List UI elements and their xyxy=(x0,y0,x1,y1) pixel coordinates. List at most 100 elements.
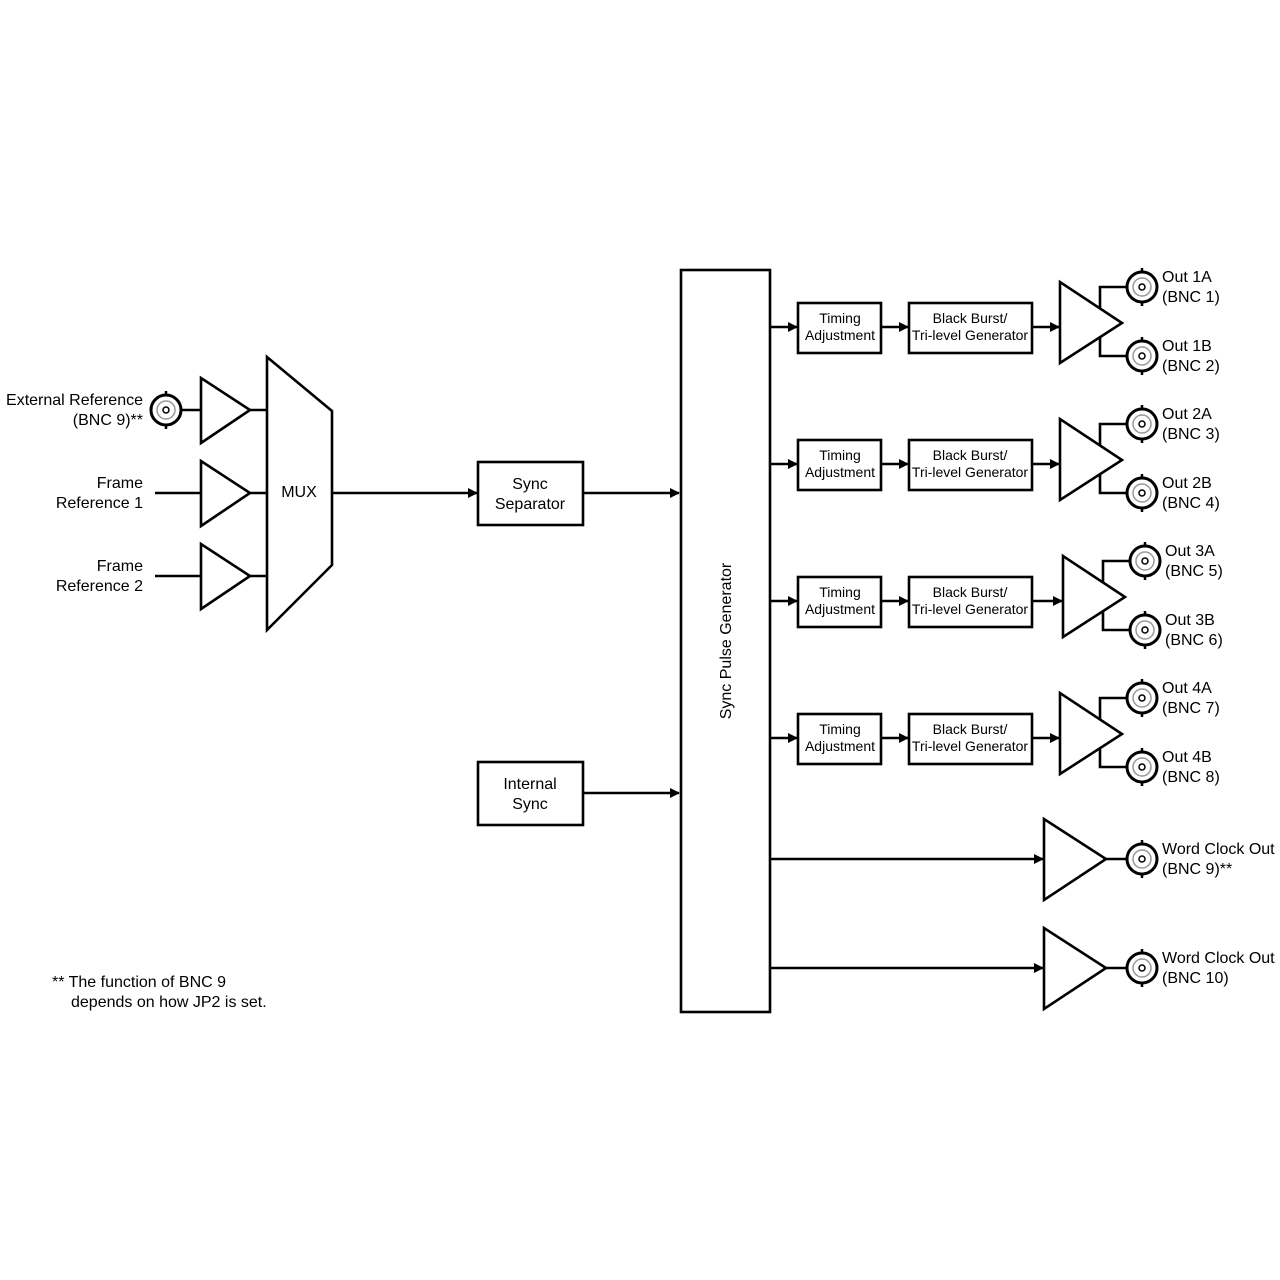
timing-adjustment-box xyxy=(796,575,883,629)
sync-separator-label-line2: Separator xyxy=(495,496,566,513)
footnote: ** The function of BNC 9 depends on how … xyxy=(52,974,267,1011)
internal-sync-label-line2: Sync xyxy=(512,796,548,813)
input-frame-reference-1: Frame Reference 1 xyxy=(56,458,267,529)
bnc-connector-icon xyxy=(1125,472,1159,514)
black-burst-generator-box xyxy=(907,301,1034,355)
sync-pulse-generator-label: Sync Pulse Generator xyxy=(718,562,735,719)
distribution-amplifier-icon xyxy=(1058,416,1125,503)
output-a-label: Out 1A xyxy=(1162,269,1212,286)
input-external-reference: External Reference (BNC 9)** xyxy=(6,375,267,446)
bnc-connector-icon xyxy=(1125,677,1159,719)
mux-shape xyxy=(265,354,334,634)
amplifier-icon xyxy=(1042,925,1109,1012)
footnote-line2: depends on how JP2 is set. xyxy=(71,994,267,1011)
footnote-line1: ** The function of BNC 9 xyxy=(52,974,226,991)
wire xyxy=(1098,748,1127,769)
timing-adjustment-label-line1: Timing xyxy=(819,721,861,737)
sync-separator-block: Sync Separator xyxy=(476,460,585,527)
sync-pulse-generator-box xyxy=(679,268,772,1014)
wire xyxy=(1098,474,1127,495)
sync-separator-label-line1: Sync xyxy=(512,476,548,493)
input-label-line2: Reference 2 xyxy=(56,578,143,595)
timing-adjustment-label-line1: Timing xyxy=(819,310,861,326)
wire xyxy=(1098,337,1127,358)
black-burst-generator-box xyxy=(907,438,1034,492)
output-b-bnc: (BNC 8) xyxy=(1162,769,1220,786)
timing-adjustment-label-line2: Adjustment xyxy=(805,601,875,617)
bnc-connector-icon xyxy=(1125,266,1159,308)
black-burst-label-line2: Tri-level Generator xyxy=(912,464,1029,480)
wire xyxy=(1098,696,1127,720)
wire xyxy=(1101,611,1130,632)
input-label-line1: Frame xyxy=(97,558,143,575)
buffer-amplifier-icon xyxy=(199,541,253,612)
mux-label: MUX xyxy=(281,484,317,501)
output-a-label: Out 3A xyxy=(1165,543,1215,560)
amplifier-icon xyxy=(1042,816,1109,903)
word-clock-outputs: Word Clock Out (BNC 9)** Word Clock Out (BN… xyxy=(770,816,1275,1012)
output-a-label: Out 2A xyxy=(1162,406,1212,423)
word-clock-label-line2: (BNC 9)** xyxy=(1162,861,1232,878)
timing-adjustment-label-line1: Timing xyxy=(819,447,861,463)
output-b-label: Out 1B xyxy=(1162,338,1212,355)
word-clock-label-line1: Word Clock Out xyxy=(1162,841,1275,858)
sync-pulse-generator-block: Sync Pulse Generator xyxy=(679,268,772,1014)
wire xyxy=(1098,422,1127,446)
output-b-label: Out 3B xyxy=(1165,612,1215,629)
bnc-connector-icon xyxy=(1128,609,1162,651)
black-burst-label-line1: Black Burst/ xyxy=(933,721,1008,737)
bnc-connector-icon xyxy=(1125,403,1159,445)
input-label-line1: External Reference xyxy=(6,392,143,409)
output-a-bnc: (BNC 3) xyxy=(1162,426,1220,443)
input-label-line1: Frame xyxy=(97,475,143,492)
output-b-bnc: (BNC 6) xyxy=(1165,632,1223,649)
internal-sync-block: Internal Sync xyxy=(476,760,585,827)
timing-adjustment-label-line2: Adjustment xyxy=(805,464,875,480)
wire xyxy=(1098,285,1127,309)
timing-adjustment-label-line2: Adjustment xyxy=(805,327,875,343)
bnc-connector-icon xyxy=(1125,746,1159,788)
distribution-amplifier-icon xyxy=(1058,690,1125,777)
distribution-amplifier-icon xyxy=(1058,279,1125,366)
black-burst-label-line1: Black Burst/ xyxy=(933,584,1008,600)
black-burst-label-line2: Tri-level Generator xyxy=(912,327,1029,343)
black-burst-label-line2: Tri-level Generator xyxy=(912,738,1029,754)
word-clock-output: Word Clock Out (BNC 9)** xyxy=(770,816,1275,903)
buffer-amplifier-icon xyxy=(199,458,253,529)
output-b-label: Out 2B xyxy=(1162,475,1212,492)
timing-adjustment-box xyxy=(796,301,883,355)
word-clock-label-line1: Word Clock Out xyxy=(1162,950,1275,967)
output-a-bnc: (BNC 7) xyxy=(1162,700,1220,717)
black-burst-generator-box xyxy=(907,575,1034,629)
bnc-connector-icon xyxy=(1128,540,1162,582)
sync-separator-box xyxy=(476,460,585,527)
output-a-bnc: (BNC 1) xyxy=(1162,289,1220,306)
output-a-label: Out 4A xyxy=(1162,680,1212,697)
bnc-connector-icon xyxy=(1125,947,1159,989)
black-burst-label-line2: Tri-level Generator xyxy=(912,601,1029,617)
input-frame-reference-2: Frame Reference 2 xyxy=(56,541,267,612)
mux-block: MUX xyxy=(265,354,334,634)
bnc-connector-icon xyxy=(1125,335,1159,377)
word-clock-output: Word Clock Out (BNC 10) xyxy=(770,925,1275,1012)
word-clock-label-line2: (BNC 10) xyxy=(1162,970,1229,987)
distribution-amplifier-icon xyxy=(1061,553,1128,640)
input-label-line2: Reference 1 xyxy=(56,495,143,512)
timing-adjustment-label-line1: Timing xyxy=(819,584,861,600)
wire xyxy=(1101,559,1130,583)
input-label-line2: (BNC 9)** xyxy=(73,412,143,429)
black-burst-label-line1: Black Burst/ xyxy=(933,310,1008,326)
timing-adjustment-box xyxy=(796,712,883,766)
bnc-connector-icon xyxy=(1125,838,1159,880)
bnc-connector-icon xyxy=(149,389,183,431)
output-b-label: Out 4B xyxy=(1162,749,1212,766)
internal-sync-box xyxy=(476,760,585,827)
black-burst-label-line1: Black Burst/ xyxy=(933,447,1008,463)
timing-adjustment-box xyxy=(796,438,883,492)
